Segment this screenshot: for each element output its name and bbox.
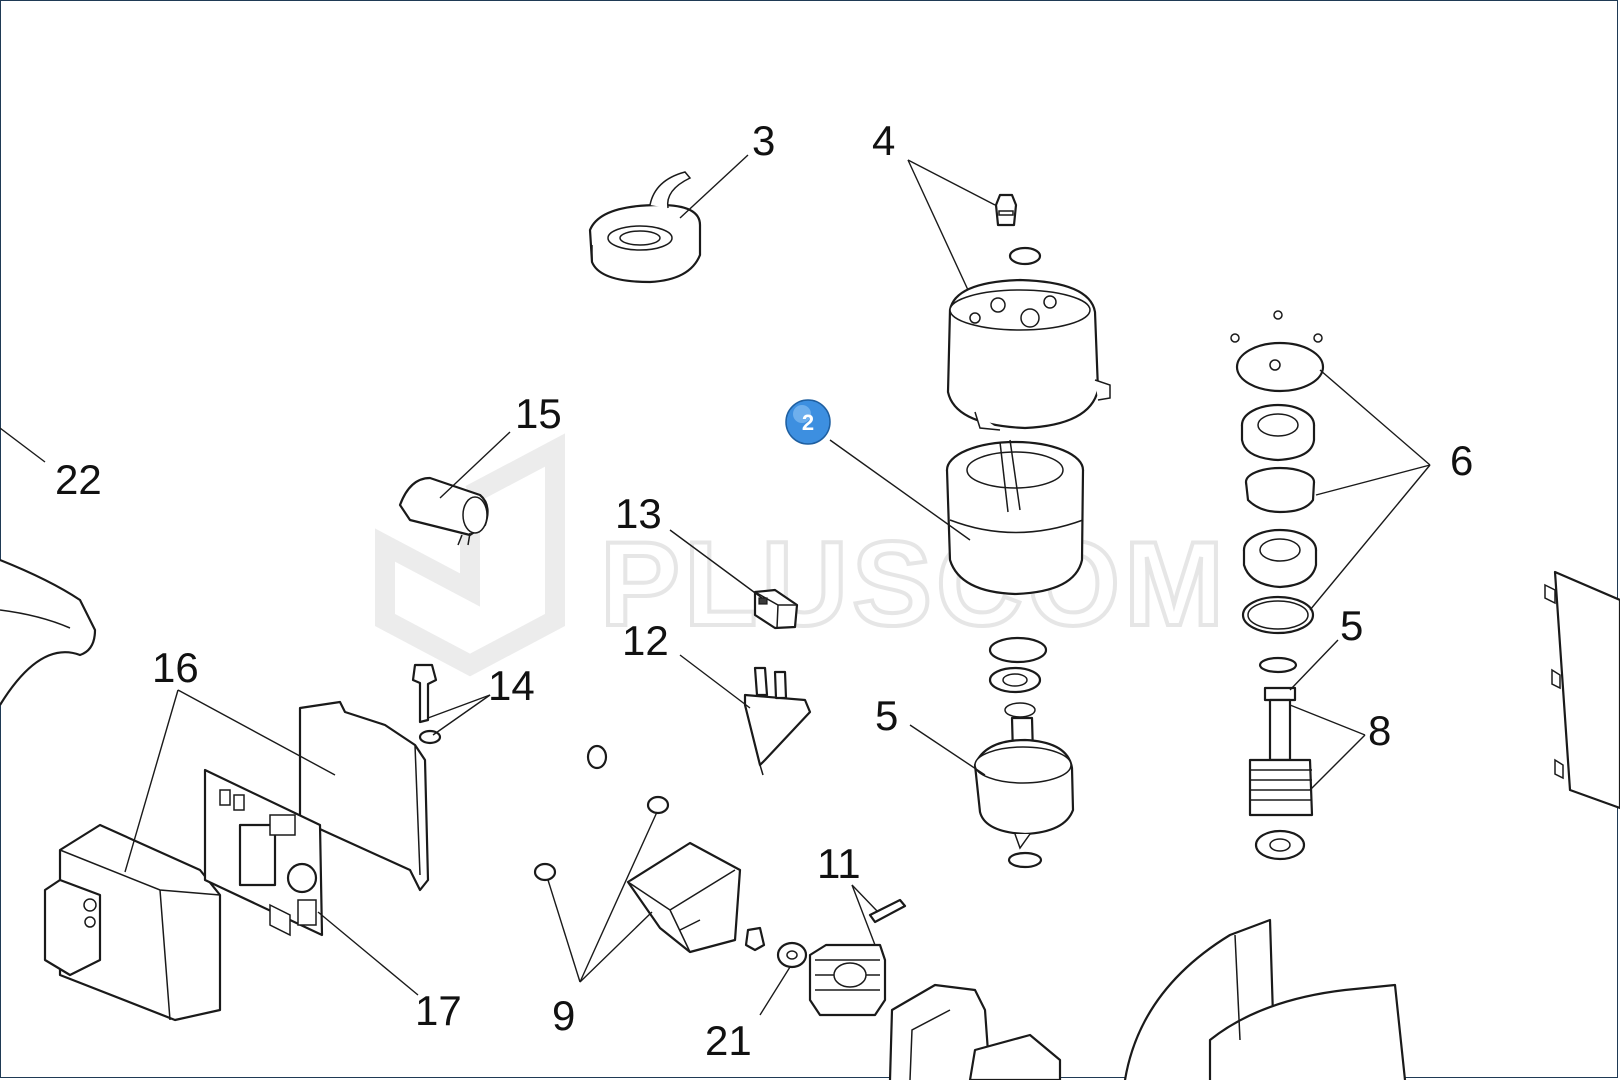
leader-11b xyxy=(851,884,879,913)
leader-15 xyxy=(439,431,511,499)
watermark: PLUSCOM xyxy=(375,433,1228,677)
leader-14a xyxy=(427,694,491,719)
leader-3 xyxy=(679,154,749,219)
part-11-drive-gear xyxy=(808,898,907,1017)
part-14-bolt xyxy=(411,663,442,745)
leader-16a xyxy=(177,689,336,776)
leader-16b xyxy=(124,689,179,873)
leader-8a xyxy=(1289,704,1366,736)
callout-11: 11 xyxy=(817,840,861,887)
watermark-text: PLUSCOM xyxy=(600,517,1228,651)
leader-4b xyxy=(907,159,969,291)
callout-17: 17 xyxy=(415,987,462,1034)
leader-13 xyxy=(669,529,763,599)
leader-12 xyxy=(679,654,751,709)
callout-12: 12 xyxy=(622,617,669,664)
leader-lines xyxy=(0,154,1431,1016)
part-4-motor-cover xyxy=(946,193,1111,431)
leader-5-right xyxy=(1289,639,1339,691)
leader-14b xyxy=(432,694,491,736)
callout-6: 6 xyxy=(1450,437,1473,484)
watermark-logo-icon xyxy=(375,433,565,677)
leader-9b xyxy=(579,811,658,983)
leader-5-left xyxy=(909,724,986,776)
leader-9a xyxy=(547,879,581,983)
part-number-badge: 2 xyxy=(785,399,831,445)
callout-21: 21 xyxy=(705,1017,752,1064)
part-16-control-cover xyxy=(43,700,430,1022)
leader-22 xyxy=(0,427,46,463)
badge-label: 2 xyxy=(802,410,814,435)
part-17-control-board xyxy=(203,768,324,937)
leader-6a xyxy=(1319,369,1431,466)
callout-8: 8 xyxy=(1368,707,1391,754)
callout-22: 22 xyxy=(55,456,102,503)
part-8-worm-shaft xyxy=(1248,656,1314,861)
leader-8b xyxy=(1309,734,1366,791)
gearbox-housing xyxy=(888,983,1062,1080)
leader-17 xyxy=(317,911,419,996)
callout-3: 3 xyxy=(752,117,775,164)
callout-5-right: 5 xyxy=(1340,602,1363,649)
part-22-cover xyxy=(0,558,97,706)
part-5-rotor-shaft xyxy=(973,636,1075,869)
callout-15: 15 xyxy=(515,390,562,437)
part-12-connector xyxy=(743,666,812,776)
leader-11a xyxy=(851,884,876,946)
part-2-stator xyxy=(945,439,1085,596)
callout-9: 9 xyxy=(552,992,575,1039)
leader-6b xyxy=(1315,464,1431,496)
part-21-washer xyxy=(744,926,808,969)
leader-9c xyxy=(579,911,653,983)
part-right-panel xyxy=(1544,570,1620,810)
part-6-bearing-set xyxy=(1230,310,1325,635)
callout-5-left: 5 xyxy=(875,692,898,739)
callout-14: 14 xyxy=(488,662,535,709)
callouts: 3 4 15 22 13 6 5 12 16 14 5 8 11 17 9 21 xyxy=(55,117,1473,1064)
base-housing xyxy=(1123,918,1407,1080)
callout-4: 4 xyxy=(872,117,895,164)
part-3-sensor-housing xyxy=(588,171,702,284)
leader-21 xyxy=(759,966,791,1016)
part-9-gear-guard xyxy=(533,744,742,954)
leader-2 xyxy=(829,439,971,541)
callout-13: 13 xyxy=(615,490,662,537)
part-15-capacitor xyxy=(398,476,489,546)
leader-4a xyxy=(907,159,996,206)
leader-6c xyxy=(1309,464,1431,611)
callout-16: 16 xyxy=(152,644,199,691)
part-13-fuse xyxy=(753,588,799,630)
